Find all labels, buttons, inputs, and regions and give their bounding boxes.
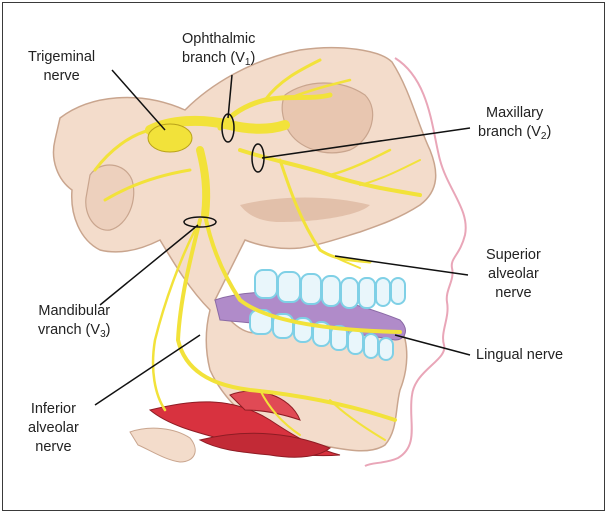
leader-lines: [94, 69, 471, 406]
label-trigeminal-nerve: Trigeminal nerve: [28, 49, 96, 84]
skin-profile-outline: [364, 57, 467, 467]
lower-teeth: [249, 309, 394, 361]
hyoid-bone: [129, 427, 196, 463]
label-lingual-nerve: Lingual nerve: [476, 347, 564, 363]
label-superior-alveolar-nerve: Superior alveolar nerve: [486, 247, 541, 301]
upper-teeth: [254, 269, 406, 309]
label-mandibular-branch: Mandibular vranch (V3): [38, 303, 111, 340]
trigeminal-ganglion: [147, 123, 193, 153]
label-ophthalmic-branch: Ophthalmic branch (V1): [182, 31, 256, 68]
zygomatic-shadow: [240, 197, 370, 222]
label-maxillary-branch: Maxillary branch (V2): [478, 105, 552, 142]
neck-muscles: [148, 390, 341, 458]
label-inferior-alveolar-nerve: Inferior alveolar nerve: [28, 401, 79, 455]
